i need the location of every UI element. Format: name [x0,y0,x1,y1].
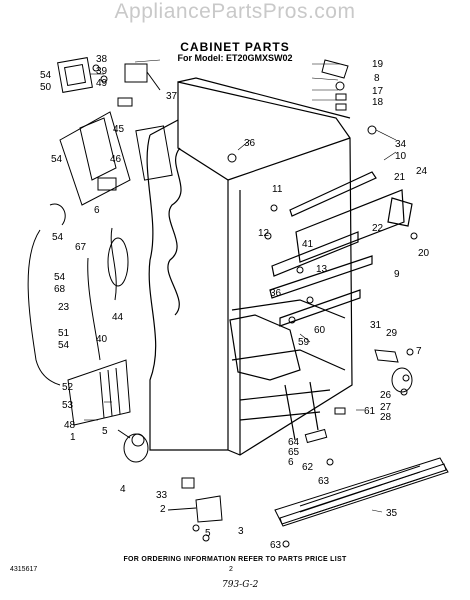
callout-39: 39 [96,66,108,77]
callout-54d: 54 [54,272,66,283]
callout-27: 27 [380,402,392,413]
callout-36: 36 [244,138,256,149]
cabinet-rails [269,171,413,327]
callout-61: 61 [364,406,376,417]
callout-53: 53 [62,400,74,411]
control-housing [59,97,173,206]
ordering-note: FOR ORDERING INFORMATION REFER TO PARTS … [123,556,347,563]
callout-26: 26 [380,390,392,401]
callout-64: 64 [288,437,300,448]
handwritten-note: 793-G-2 [222,580,259,590]
watermark: AppliancePartsPros.com [114,0,356,23]
callout-44: 44 [112,312,124,323]
callout-50: 50 [40,82,52,93]
compressor-mount [57,57,161,93]
callout-38: 38 [96,54,108,65]
callout-52: 52 [62,382,74,393]
callout-12: 12 [258,228,270,239]
callout-11: 11 [272,184,283,195]
model-line: For Model: ET20GMXSW02 [177,53,293,63]
callout-49: 49 [96,78,108,89]
document-number: 4315617 [10,566,38,573]
callout-4: 4 [120,484,126,495]
callout-6: 6 [94,205,100,216]
callout-65: 65 [288,447,300,458]
callout-45: 45 [113,124,125,135]
callout-62: 62 [302,462,314,473]
callout-6b: 6 [288,457,294,468]
callout-28: 28 [380,412,392,423]
callout-35: 35 [386,508,398,519]
callout-41: 41 [302,239,314,250]
callout-29: 29 [386,328,398,339]
fastener-set [131,125,418,548]
callout-7: 7 [416,346,422,357]
callout-67: 67 [75,242,87,253]
callout-63b: 63 [270,540,282,551]
callout-46: 46 [110,154,122,165]
callout-51: 51 [58,328,70,339]
callout-labels: 54 50 38 39 49 37 45 19 8 17 18 54 46 6 … [40,54,430,551]
callout-54b: 54 [51,154,63,165]
callout-9: 9 [394,269,400,280]
callout-22: 22 [372,223,384,234]
callout-31: 31 [370,320,382,331]
callout-60: 60 [314,325,326,336]
callout-10: 10 [395,151,407,162]
page-number: 2 [229,566,233,573]
callout-33: 33 [156,490,168,501]
right-bracket [334,349,413,415]
callout-48: 48 [64,420,76,431]
water-tubing [27,203,129,386]
callout-24: 24 [416,166,428,177]
callout-54: 54 [40,70,52,81]
callout-20: 20 [418,248,430,259]
callout-63: 63 [318,476,330,487]
callout-37: 37 [166,91,178,102]
base-grille [274,428,449,527]
callout-2: 2 [160,504,166,515]
callout-1: 1 [70,432,76,443]
condenser-cover [67,359,131,426]
roller-assembly [117,429,149,463]
callout-34: 34 [395,139,407,150]
callout-59: 59 [298,337,310,348]
callout-5b: 5 [205,528,211,539]
bottom-hinge [167,477,223,523]
callout-40: 40 [96,334,108,345]
callout-54e: 54 [58,340,70,351]
callout-68: 68 [54,284,66,295]
callout-17: 17 [372,86,384,97]
diagram-title: CABINET PARTS [180,40,290,54]
callout-54c: 54 [52,232,64,243]
callout-21: 21 [394,172,406,183]
top-hinge [321,59,349,111]
callout-36b: 36 [270,288,282,299]
callout-8: 8 [374,73,380,84]
callout-13: 13 [316,264,328,275]
cabinet-body [146,77,353,456]
callout-19: 19 [372,59,384,70]
callout-18: 18 [372,97,384,108]
callout-5: 5 [102,426,108,437]
callout-leaders [84,59,397,513]
callout-23: 23 [58,302,70,313]
callout-3: 3 [238,526,244,537]
